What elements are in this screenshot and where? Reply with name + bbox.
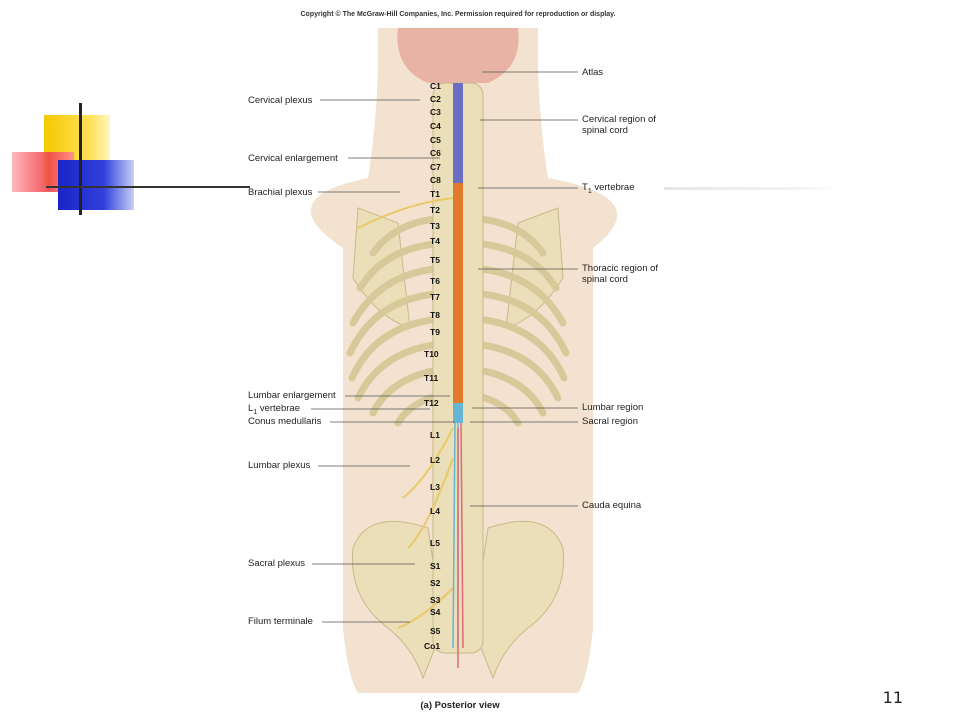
vertebra-label: C7 xyxy=(430,162,441,172)
vertebra-label: T8 xyxy=(430,310,440,320)
label-l1-vertebrae: L1 vertebrae xyxy=(248,403,300,416)
cord-lumbar xyxy=(453,403,463,423)
decor-fade-line xyxy=(664,187,844,190)
right-hip-bone xyxy=(472,520,565,680)
vertebra-label: L4 xyxy=(430,506,440,516)
anatomy-svg xyxy=(310,28,618,693)
vertebra-label: L5 xyxy=(430,538,440,548)
label-cauda-equina: Cauda equina xyxy=(582,500,642,511)
vertebra-label: C6 xyxy=(430,148,441,158)
vertebra-label: C5 xyxy=(430,135,441,145)
label-cervical-plexus: Cervical plexus xyxy=(248,95,313,106)
label-lumbar-plexus: Lumbar plexus xyxy=(248,460,311,471)
vertebra-label: T10 xyxy=(424,349,439,359)
cord-cervical xyxy=(453,83,463,183)
label-lumbar-region: Lumbar region xyxy=(582,402,644,413)
label-sacral-plexus: Sacral plexus xyxy=(248,558,306,569)
vertebra-label: L1 xyxy=(430,430,440,440)
vertebra-label: T11 xyxy=(424,373,439,383)
label-conus-medullaris: Conus medullaris xyxy=(248,416,322,427)
vertebra-label: L3 xyxy=(430,482,440,492)
page-number: 11 xyxy=(882,688,903,707)
vertebra-label: S2 xyxy=(430,578,441,588)
vertebra-label: Co1 xyxy=(424,641,441,651)
label-filum-terminale: Filum terminale xyxy=(248,616,313,627)
label-cervical-enlargement: Cervical enlargement xyxy=(248,153,338,164)
decor-blue-square xyxy=(58,160,134,210)
copyright-notice: Copyright © The McGraw-Hill Companies, I… xyxy=(300,11,616,18)
left-hip-bone xyxy=(351,520,444,680)
vertebra-label: S5 xyxy=(430,626,441,636)
vertebra-label: L2 xyxy=(430,455,440,465)
vertebra-label: T3 xyxy=(430,221,440,231)
brain xyxy=(397,28,519,83)
figure-caption: (a) Posterior view xyxy=(420,700,500,711)
label-sacral-region: Sacral region xyxy=(582,416,638,427)
vertebra-label: T7 xyxy=(430,292,440,302)
vertebra-label: C1 xyxy=(430,81,441,91)
vertebra-label: T4 xyxy=(430,236,440,246)
vertebra-label: T6 xyxy=(430,276,440,286)
label-lumbar-enlargement: Lumbar enlargement xyxy=(248,390,336,401)
cord-thoracic xyxy=(453,183,463,403)
cauda-equina-strands xyxy=(452,422,464,668)
vertebra-label: C3 xyxy=(430,107,441,117)
vertebra-label: C8 xyxy=(430,175,441,185)
vertebra-label: C4 xyxy=(430,121,441,131)
vertebra-label: S1 xyxy=(430,561,441,571)
vertebra-label: T12 xyxy=(424,398,439,408)
vertebra-label: S3 xyxy=(430,595,441,605)
decor-horizontal-line xyxy=(46,186,250,188)
spinal-nerves xyxy=(357,197,454,629)
label-t1-vertebrae: T1 vertebrae xyxy=(582,182,635,195)
vertebra-label: T2 xyxy=(430,205,440,215)
vertebra-label: S4 xyxy=(430,607,441,617)
label-atlas: Atlas xyxy=(582,67,604,78)
decor-vertical-line xyxy=(79,103,82,215)
vertebra-label: T5 xyxy=(430,255,440,265)
vertebra-label: T1 xyxy=(430,189,440,199)
vertebra-label: C2 xyxy=(430,94,441,104)
vertebra-label: T9 xyxy=(430,327,440,337)
label-brachial-plexus: Brachial plexus xyxy=(248,187,313,198)
